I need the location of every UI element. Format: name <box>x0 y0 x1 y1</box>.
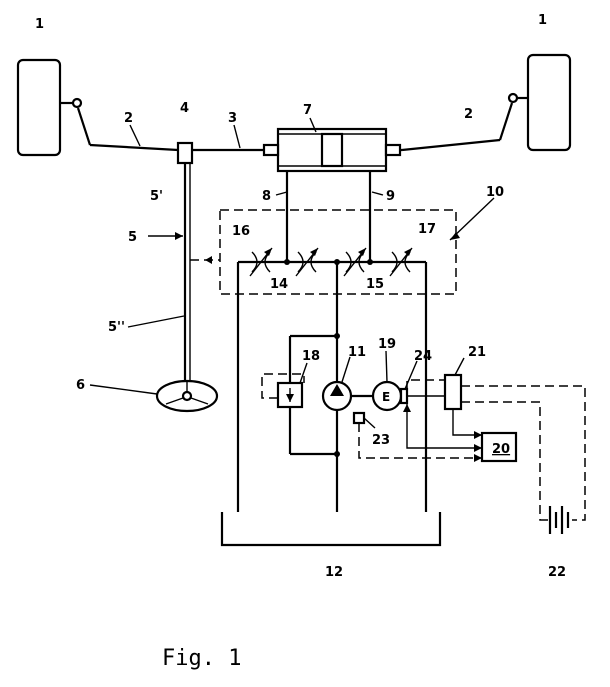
label-throttle-16: 16 <box>232 224 250 239</box>
label-cylinder: 7 <box>303 103 312 118</box>
label-battery: 22 <box>548 565 566 580</box>
controller <box>480 431 518 463</box>
label-sensor-23: 23 <box>372 433 390 448</box>
label-column-upper: 5' <box>150 189 163 204</box>
label-valve: 10 <box>486 185 504 200</box>
tank <box>220 512 442 547</box>
motor-symbol: E <box>382 390 390 404</box>
figure-caption: Fig. 1 <box>162 646 241 671</box>
wheel-right <box>526 53 572 152</box>
tie-rod-left <box>60 97 179 152</box>
wheel-left <box>16 58 62 157</box>
power-cylinder <box>262 127 402 173</box>
steering-wheel <box>155 379 219 413</box>
throttle-14 <box>295 247 319 277</box>
switch <box>443 373 463 411</box>
label-wheel-right: 1 <box>538 13 547 28</box>
relief-valve <box>261 373 305 409</box>
label-line-8: 8 <box>262 189 271 204</box>
label-controller: 20 <box>492 442 510 457</box>
throttle-17 <box>389 247 413 277</box>
label-sensor-24: 24 <box>414 349 432 364</box>
label-pump: 11 <box>348 345 366 360</box>
pinion-housing <box>176 141 194 165</box>
label-rack: 3 <box>228 111 237 126</box>
label-column: 5 <box>128 230 137 245</box>
label-column-lower: 5'' <box>108 320 125 335</box>
label-switch: 21 <box>468 345 486 360</box>
battery <box>548 506 570 534</box>
tie-rod-right <box>401 92 528 152</box>
label-tie-rod-left: 2 <box>124 111 133 126</box>
label-throttle-15: 15 <box>366 277 384 292</box>
label-tank: 12 <box>325 565 343 580</box>
pump <box>321 380 373 412</box>
steering-column <box>148 163 191 380</box>
label-tie-rod-right: 2 <box>464 107 473 122</box>
label-wheel-left: 1 <box>35 17 44 32</box>
throttle-15 <box>343 247 367 277</box>
label-pinion: 4 <box>180 101 189 116</box>
label-throttle-17: 17 <box>418 222 436 237</box>
label-throttle-14: 14 <box>270 277 288 292</box>
label-steering-wheel: 6 <box>76 378 85 393</box>
sensor-23 <box>352 411 366 425</box>
label-motor: 19 <box>378 337 396 352</box>
label-relief-valve: 18 <box>302 349 320 364</box>
label-line-9: 9 <box>386 189 395 204</box>
throttle-16 <box>249 247 273 277</box>
